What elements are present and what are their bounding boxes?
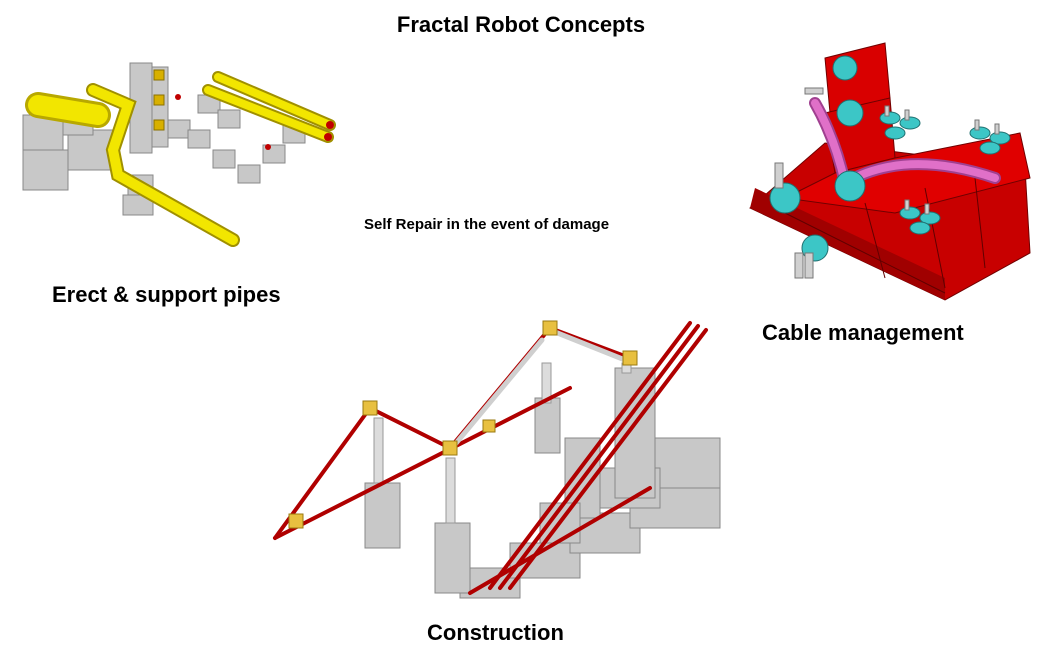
self-repair-note: Self Repair in the event of damage bbox=[364, 216, 610, 233]
caption-construction: Construction bbox=[427, 620, 564, 645]
caption-pipes: Erect & support pipes bbox=[52, 282, 281, 307]
caption-cable: Cable management bbox=[762, 320, 964, 345]
cable-management-illustration bbox=[749, 42, 1031, 301]
construction-illustration bbox=[273, 320, 721, 599]
pipe-support-illustration bbox=[22, 62, 336, 247]
page-title: Fractal Robot Concepts bbox=[396, 12, 646, 37]
